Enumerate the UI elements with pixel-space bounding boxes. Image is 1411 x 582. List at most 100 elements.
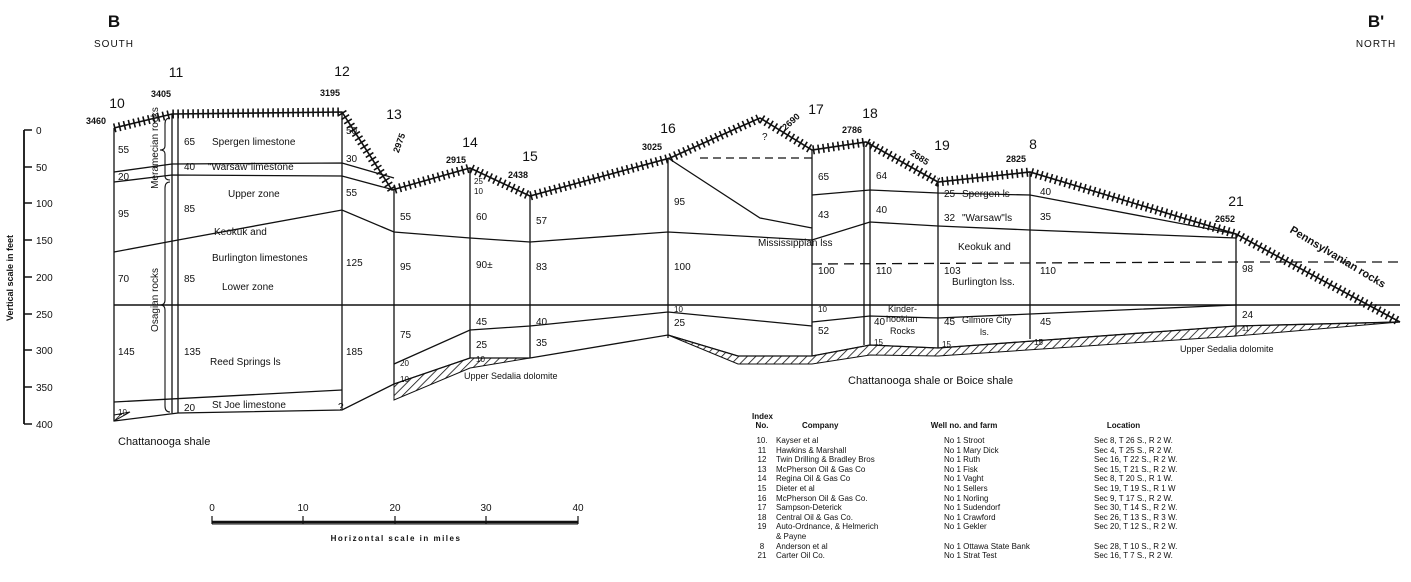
well-number: 8 (1029, 136, 1037, 152)
thickness-value: 98 (1242, 264, 1254, 275)
vscale-tick: 0 (36, 126, 42, 137)
sedalia-dolomite-west (393, 357, 531, 401)
legend-header-well: Well no. and farm (930, 421, 998, 430)
legend-header-index: Index No. (752, 412, 773, 430)
well-elevation: 3195 (320, 88, 340, 98)
section-left-direction: SOUTH (94, 39, 134, 50)
meramecian-brace (159, 117, 171, 181)
well-number: 13 (386, 106, 402, 122)
legend-company: McPherson Oil & Gas Co. (776, 493, 868, 503)
well-elevation: 2975 (391, 132, 407, 154)
well-number: 10 (109, 95, 125, 111)
legend-location: Sec 9, T 17 S., R 2 W. (1094, 493, 1173, 503)
legend-header-company: Company (802, 421, 839, 430)
well-number: 15 (522, 148, 538, 164)
thickness-value: 15 (942, 340, 951, 349)
legend-company: Central Oil & Gas Co. (776, 512, 853, 522)
legend-company: Hawkins & Marshall (776, 445, 847, 455)
legend-well: No 1 Strat Test (944, 551, 997, 561)
thickness-value: 45 (944, 317, 956, 328)
legend-company: Twin Drilling & Bradley Bros (776, 455, 875, 465)
legend-company: Auto-Ordnance, & Helmerich (776, 522, 879, 532)
thickness-value: 10 (818, 305, 827, 314)
well-elevation: 3405 (151, 89, 171, 99)
unit-kinderhookian-2: hookian (886, 314, 918, 324)
thickness-value: 85 (184, 274, 196, 285)
thickness-value: 45 (476, 317, 488, 328)
legend-index: 12 (757, 455, 767, 465)
hscale-tick: 40 (572, 503, 584, 514)
legend-location: Sec 30, T 14 S., R 2 W. (1094, 503, 1178, 513)
legend-location: Sec 4, T 25 S., R 2 W. (1094, 445, 1173, 455)
legend-company: Regina Oil & Gas Co (776, 474, 851, 484)
thickness-value: 185 (346, 347, 363, 358)
unit-lower-zone: Lower zone (222, 282, 274, 293)
thickness-value: 75 (400, 330, 412, 341)
well-elevation: 2825 (1006, 154, 1026, 164)
legend-well: No 1 Sudendorf (944, 503, 1001, 513)
legend-well: No 1 Sellers (944, 483, 988, 493)
unit-warsaw: "Warsaw"limestone (208, 162, 294, 173)
thickness-value: 15 (1034, 338, 1043, 347)
legend-well: No 1 Gekler (944, 522, 987, 532)
thickness-value: 43 (818, 210, 830, 221)
unit-kinderhookian-1: Kinder- (888, 304, 917, 314)
thickness-value: 25 (474, 177, 483, 186)
legend-index: 17 (757, 503, 767, 513)
thickness-value: 10 (474, 187, 483, 196)
legend-location: Sec 15, T 21 S., R 2 W. (1094, 464, 1178, 474)
unit-keokuk-2: Keokuk and (958, 242, 1011, 253)
thickness-value: 65 (818, 172, 830, 183)
legend-well: No 1 Fisk (944, 464, 978, 474)
thickness-value: 50 (346, 126, 358, 137)
well-lines (113, 112, 1237, 421)
unit-burlington: Burlington limestones (212, 253, 308, 264)
thickness-value: 100 (818, 266, 835, 277)
vscale-label: Vertical scale in feet (5, 235, 15, 321)
legend-index: 14 (757, 474, 767, 484)
legend-index: 11 (757, 445, 767, 455)
legend-well: No 1 Mary Dick (944, 445, 999, 455)
unit-sedalia-west: Upper Sedalia dolomite (464, 371, 558, 381)
legend-index: 10. (756, 436, 768, 445)
hscale-tick: 20 (389, 503, 401, 514)
well-elevation: 3460 (86, 116, 106, 126)
thickness-value: 40 (536, 317, 548, 328)
legend-location: Sec 19, T 19 S., R 1 W (1094, 483, 1176, 493)
legend-location: Sec 16, T 22 S., R 2 W. (1094, 455, 1178, 465)
legend-well: No 1 Ruth (944, 455, 981, 465)
well-elevation: 2685 (909, 148, 931, 167)
thickness-value: 64 (876, 171, 888, 182)
thickness-value: 55 (118, 145, 130, 156)
thickness-value: 35 (1040, 212, 1052, 223)
thickness-value: 85 (184, 204, 196, 215)
legend-company: Sampson-Deterick (776, 503, 842, 513)
thickness-value: 57 (536, 216, 548, 227)
legend-header-location: Location (1106, 421, 1141, 430)
ground-surface (113, 111, 1401, 323)
thickness-value: 20 (184, 403, 196, 414)
well-elevation: 2915 (446, 155, 466, 165)
well-elevation: 2652 (1215, 214, 1235, 224)
thickness-value: 25 (476, 340, 488, 351)
unit-mississippian: Mississippian lss (758, 238, 832, 249)
thickness-value: 55 (346, 188, 358, 199)
well-number: 17 (808, 101, 824, 117)
legend-well: No 1 Stroot (944, 436, 985, 445)
thickness-value: 103 (944, 266, 961, 277)
legend-index: 13 (757, 464, 767, 474)
thickness-values: 55 20 95 70 145 10 65 40 85 85 135 20 50… (118, 126, 1254, 417)
thickness-value: 10 (400, 375, 409, 384)
legend-well: No 1 Vaght (944, 474, 984, 484)
vscale-tick: 50 (36, 163, 48, 174)
legend-row: 12 Twin Drilling & Bradley Bros No 1 Ruth S… (752, 455, 1232, 465)
thickness-value: 40 (1040, 187, 1052, 198)
legend-row: & Payne (752, 532, 1232, 542)
